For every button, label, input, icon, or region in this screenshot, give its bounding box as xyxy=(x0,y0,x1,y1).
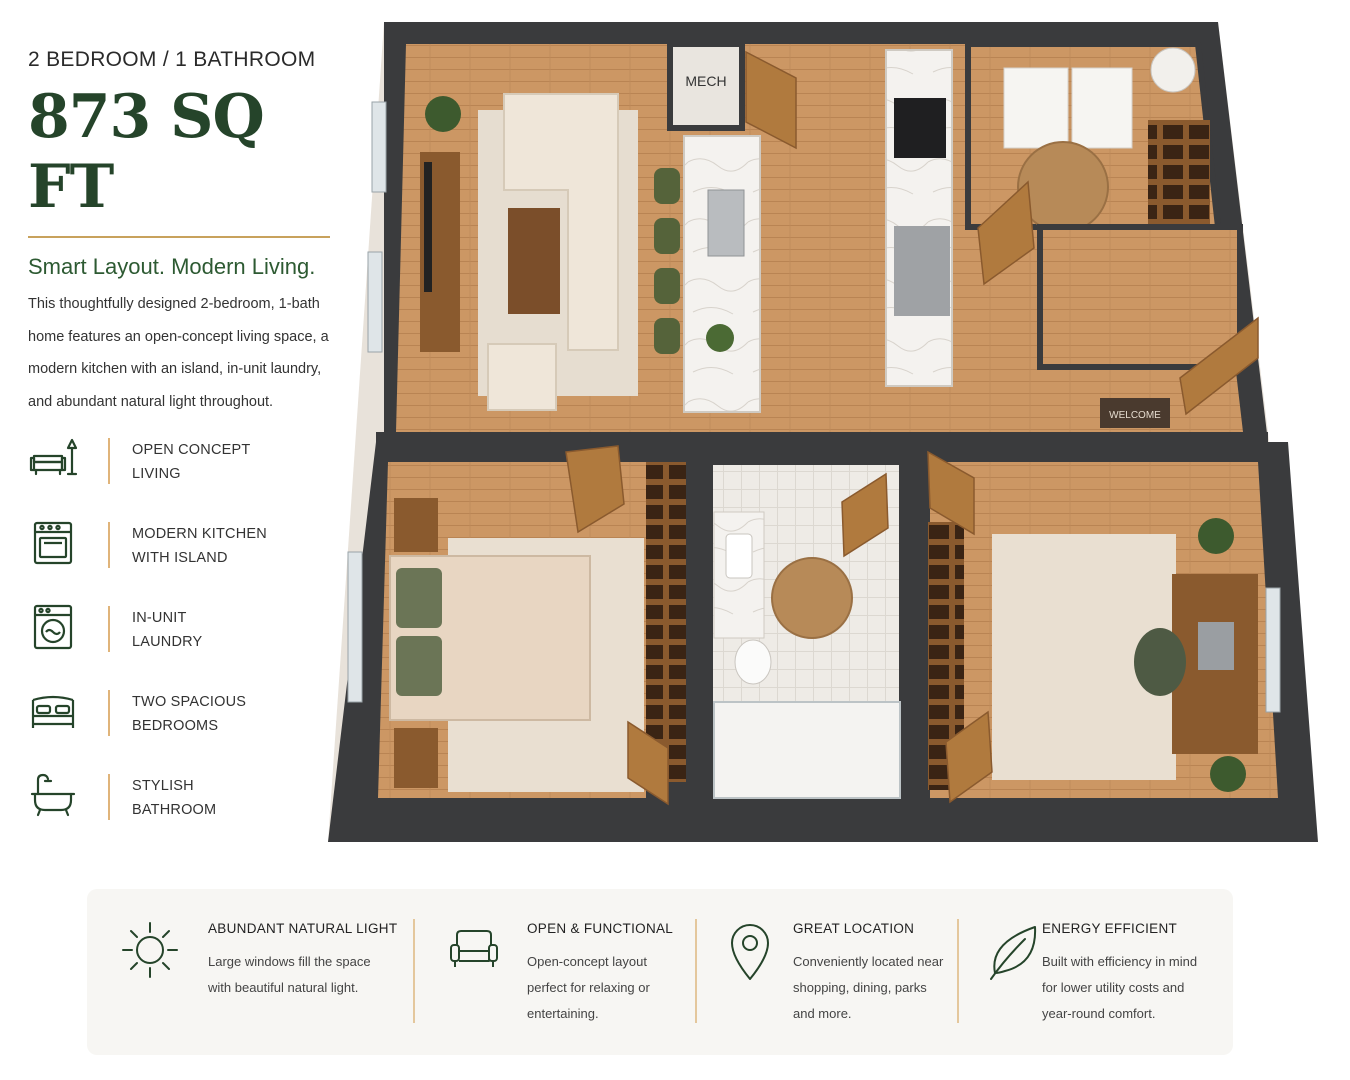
island-plant xyxy=(706,324,734,352)
washing-machine-icon xyxy=(28,602,78,652)
highlight-item: OPEN & FUNCTIONAL Open-concept layout pe… xyxy=(417,889,697,1055)
description: This thoughtfully designed 2-bedroom, 1-… xyxy=(28,296,329,410)
nightstand xyxy=(394,498,438,552)
plant xyxy=(425,96,461,132)
window xyxy=(371,101,387,193)
bathroom-sink xyxy=(725,533,753,579)
refrigerator xyxy=(894,226,950,316)
cooktop xyxy=(894,98,946,158)
armchair-icon xyxy=(441,917,507,983)
feature-separator xyxy=(108,774,110,820)
washer xyxy=(1003,67,1069,149)
mech-closet xyxy=(667,41,745,131)
feature-label: IN-UNIT LAUNDRY xyxy=(132,610,203,650)
feature-separator xyxy=(108,438,110,484)
feature-item: TWO SPACIOUS BEDROOMS xyxy=(28,684,328,768)
highlight-item: ABUNDANT NATURAL LIGHT Large windows fil… xyxy=(87,889,407,1055)
unit-type: 2 BEDROOM / 1 BATHROOM xyxy=(28,48,316,71)
plant xyxy=(1198,518,1234,554)
interior-wall xyxy=(376,432,1268,444)
location-pin-icon xyxy=(717,917,783,983)
feature-separator xyxy=(108,690,110,736)
dryer xyxy=(1071,67,1133,149)
window xyxy=(367,251,383,353)
tagline: Smart Layout. Modern Living. xyxy=(28,254,316,279)
sun-icon xyxy=(117,917,183,983)
highlight-title: GREAT LOCATION xyxy=(793,921,915,936)
leaf-icon xyxy=(979,917,1045,983)
welcome-label: WELCOME xyxy=(1109,410,1161,421)
highlight-text: Conveniently located near shopping, dini… xyxy=(793,954,944,1021)
highlight-text: Built with efficiency in mind for lower … xyxy=(1042,954,1198,1021)
window xyxy=(1265,587,1281,713)
feature-label: STYLISH BATHROOM xyxy=(132,778,217,818)
intro-panel: 2 BEDROOM / 1 BATHROOM 873 SQ FT Smart L… xyxy=(28,48,348,418)
armchair xyxy=(487,343,557,411)
desk-chair xyxy=(1134,628,1186,696)
feature-item: OPEN CONCEPT LIVING xyxy=(28,432,328,516)
plant xyxy=(1210,756,1246,792)
mech-label: MECH xyxy=(685,73,726,89)
feature-item: STYLISH BATHROOM xyxy=(28,768,328,852)
toilet xyxy=(734,639,772,685)
sofa-lamp-icon xyxy=(28,434,78,484)
highlight-text: Large windows fill the space with beauti… xyxy=(208,954,371,995)
highlight-separator xyxy=(413,919,415,1023)
bathtub-icon xyxy=(28,770,78,820)
highlight-text: Open-concept layout perfect for relaxing… xyxy=(527,954,650,1021)
highlight-title: OPEN & FUNCTIONAL xyxy=(527,921,674,936)
feature-list: OPEN CONCEPT LIVING MODERN KITCHEN WITH … xyxy=(28,432,328,852)
highlight-item: ENERGY EFFICIENT Built with efficiency i… xyxy=(961,889,1231,1055)
laundry-shelf xyxy=(1148,120,1210,224)
coffee-table xyxy=(508,208,560,314)
entry-closet xyxy=(1037,224,1243,370)
sectional-sofa xyxy=(503,93,619,351)
kitchen-island xyxy=(683,135,761,413)
kitchen-sink xyxy=(707,189,745,257)
bedroom-1-closet xyxy=(646,462,686,782)
pillow xyxy=(396,636,442,696)
nightstand xyxy=(394,728,438,788)
highlight-title: ABUNDANT NATURAL LIGHT xyxy=(208,921,398,936)
highlight-item: GREAT LOCATION Conveniently located near… xyxy=(699,889,959,1055)
welcome-mat xyxy=(1100,398,1170,428)
floor-plan: MECH WELCOME xyxy=(328,22,1318,842)
square-footage: 873 SQ FT xyxy=(28,82,265,222)
feature-separator xyxy=(108,522,110,568)
bath-rug xyxy=(771,557,853,639)
bed-icon xyxy=(28,686,78,736)
oven-icon xyxy=(28,518,78,568)
feature-item: MODERN KITCHEN WITH ISLAND xyxy=(28,516,328,600)
television xyxy=(424,162,432,292)
shower xyxy=(713,701,901,799)
pillow xyxy=(396,568,442,628)
feature-label: OPEN CONCEPT LIVING xyxy=(132,442,251,482)
feature-label: TWO SPACIOUS BEDROOMS xyxy=(132,694,247,734)
water-heater xyxy=(1150,47,1196,93)
feature-separator xyxy=(108,606,110,652)
window xyxy=(347,551,363,703)
divider xyxy=(28,236,330,238)
doors xyxy=(565,50,1259,806)
feature-item: IN-UNIT LAUNDRY xyxy=(28,600,328,684)
laptop xyxy=(1198,622,1234,670)
highlight-separator xyxy=(957,919,959,1023)
bar-stools xyxy=(654,168,680,354)
highlights-panel: ABUNDANT NATURAL LIGHT Large windows fil… xyxy=(87,889,1233,1055)
highlight-separator xyxy=(695,919,697,1023)
feature-label: MODERN KITCHEN WITH ISLAND xyxy=(132,526,267,566)
highlight-title: ENERGY EFFICIENT xyxy=(1042,921,1178,936)
